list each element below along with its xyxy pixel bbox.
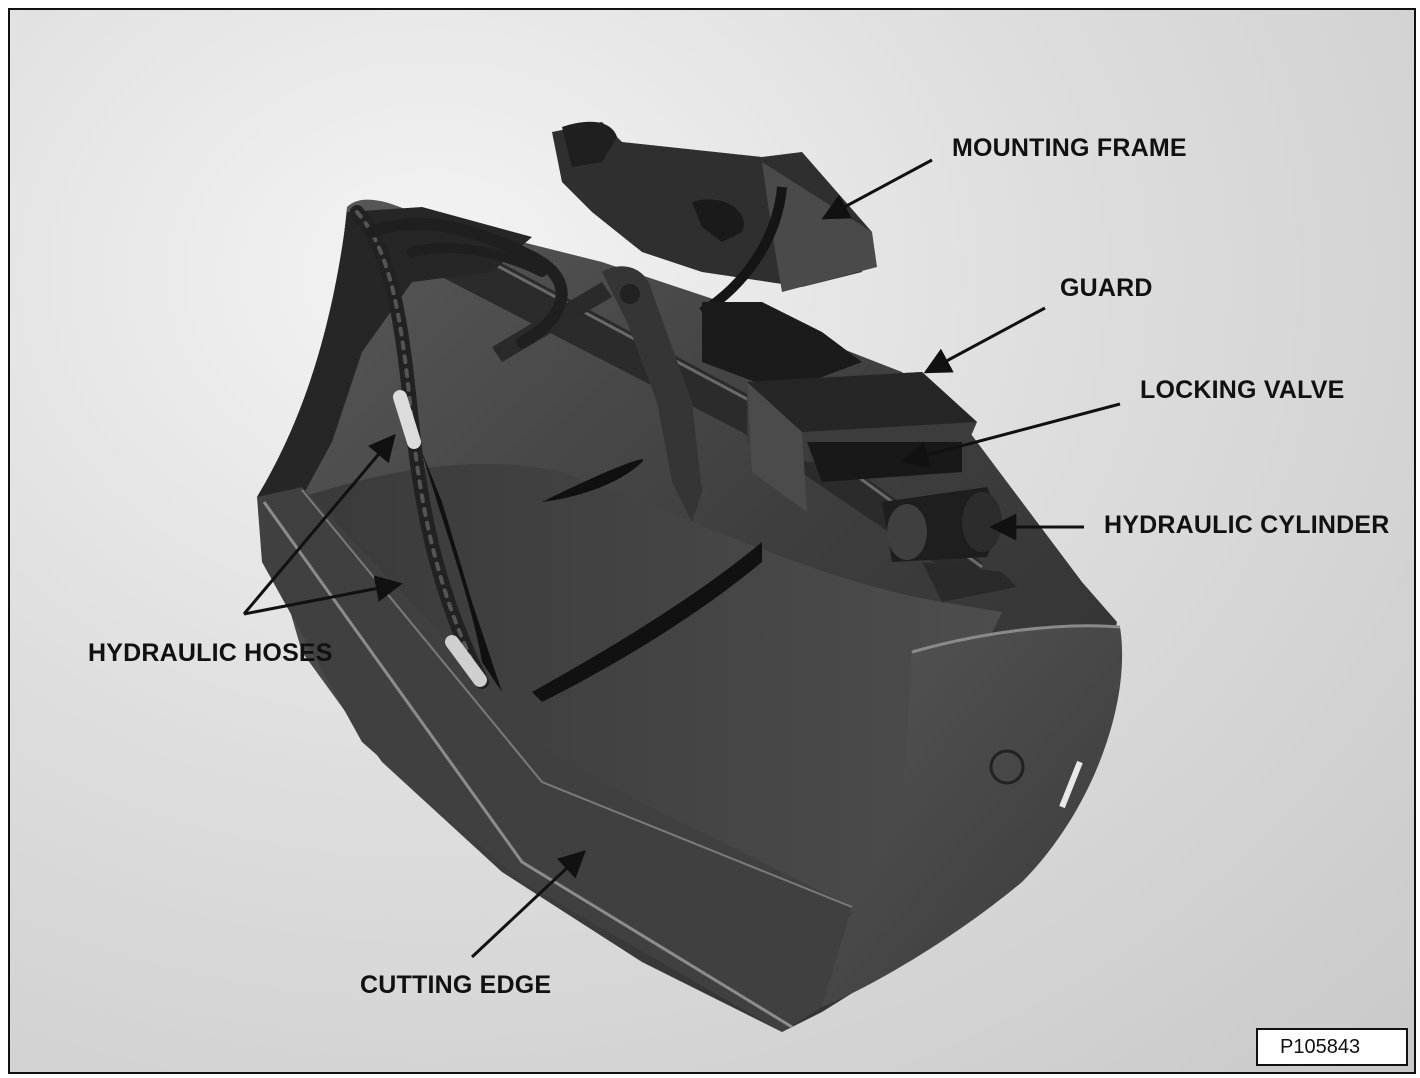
- arrow-hydraulic-hoses-1: [242, 433, 396, 615]
- arrow-mounting-frame: [821, 158, 933, 220]
- arrow-guard: [923, 306, 1046, 374]
- arrow-cutting-edge: [470, 850, 586, 959]
- bucket-body: [257, 199, 1123, 1032]
- leader-lines: [242, 158, 1121, 959]
- hydraulic-hoses-part: [350, 205, 568, 689]
- photo-frame: MOUNTING FRAME GUARD LOCKING VALVE HYDRA…: [8, 8, 1416, 1074]
- figure-id: P105843: [1280, 1036, 1361, 1058]
- label-guard: GUARD: [1060, 274, 1153, 302]
- label-mounting-frame: MOUNTING FRAME: [952, 134, 1187, 162]
- label-cutting-edge: CUTTING EDGE: [360, 971, 552, 999]
- label-hydraulic-cylinder: HYDRAULIC CYLINDER: [1104, 511, 1390, 539]
- bucket-illustration: [242, 121, 1123, 1032]
- label-locking-valve: LOCKING VALVE: [1140, 376, 1345, 404]
- mounting-frame-part: [552, 121, 877, 392]
- figure-id-box: P105843: [1256, 1028, 1408, 1066]
- label-hydraulic-hoses: HYDRAULIC HOSES: [88, 639, 333, 667]
- arrow-hydraulic-hoses-2: [243, 575, 403, 616]
- arrow-locking-valve: [901, 402, 1121, 468]
